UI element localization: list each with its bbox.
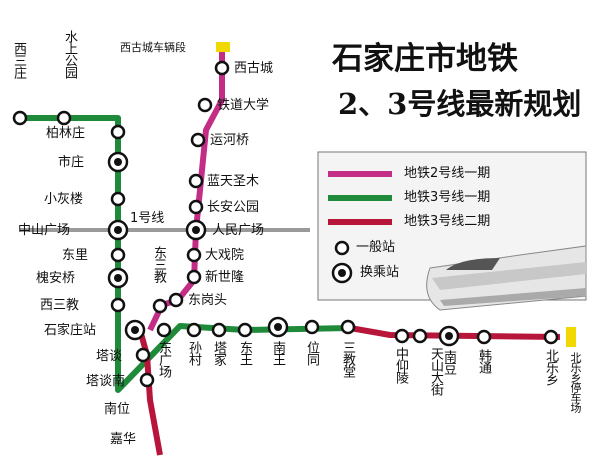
station-donggangtou [168,292,184,308]
legend-normal-label: 一般站 [356,240,396,255]
station-changangongyuan [188,199,204,215]
label-nanwei: 南位 [104,402,131,417]
line3-phase2-track [349,325,561,340]
label-tatannan: 塔谈南 [86,374,126,389]
label-donggangtou: 东岗头 [188,293,228,308]
label-tiedaodaxue: 铁道大学 [217,98,270,113]
line1-label: 1号线 [130,211,165,226]
station-xigucheng [214,60,230,76]
label-changangongyuan: 长安公园 [207,200,260,215]
south-depot-marker [566,327,576,347]
legend-line2-label: 地铁2号线一期 [404,166,491,181]
depot-north-label: 西古城车辆段 [120,41,186,54]
station-shuishanggongyuan [56,110,72,126]
label-zhongshanguangchang: 中山广场 [18,223,71,238]
label-lantianshengmu: 蓝天圣木 [207,174,260,189]
label-zhongyangling: 中仰陵 [393,347,408,383]
station-bailinzhuang [110,124,126,140]
label-xiaohuilou: 小灰楼 [44,192,84,207]
legend-line3b-label: 地铁3号线二期 [404,214,491,229]
label-daxiyuan: 大戏院 [205,248,245,263]
station-lantianshengmu [188,173,204,189]
label-xisanzhuang: 西三庄 [11,42,26,78]
station-weitong [304,319,320,335]
label-dongsanjiao: 东三教 [151,246,166,282]
station-zhongyangling [394,328,410,344]
label-tianshandajie: 天山大街 [428,347,443,395]
station-dongli [110,247,126,263]
label-suncun: 孙村 [186,341,201,365]
station-tatan [135,347,151,363]
label-dongwang: 东王 [237,341,252,365]
station-xisanjiao [110,297,126,313]
label-yunheqiao: 运河桥 [210,133,250,148]
label-xigucheng: 西古城 [234,61,274,76]
label-xinshilong: 新世隆 [205,270,245,285]
label-dongli: 东里 [62,248,89,263]
train-illustration [426,245,587,311]
depot-south-label: 北乐乡停车场 [569,352,582,412]
label-hantong: 韩通 [476,349,491,373]
label-tazhong: 塔冢 [211,341,226,365]
station-tatannan [139,372,155,388]
station-yunheqiao [190,132,206,148]
station-daxiyuan [186,247,202,263]
station-xisanzhuang [12,110,28,126]
legend-transfer-label: 换乘站 [360,265,400,280]
legend-line3a-label: 地铁3号线一期 [404,190,491,205]
label-jiahua: 嘉华 [110,432,137,447]
map-title-line2: 2、3号线最新规划 [338,87,582,121]
label-huaianqiao: 槐安桥 [36,271,76,286]
label-shijiazhuangzhan: 石家庄站 [44,323,97,338]
label-beilexiang: 北乐乡 [543,349,558,385]
label-weitong: 位同 [304,341,319,365]
label-sanjiaotang: 三教堂 [340,341,355,377]
label-xisanjiao: 西三教 [40,298,80,313]
station-xinshilong [186,269,202,285]
label-nandou: 南豆 [441,350,456,374]
station-tiedaodaxue [197,97,213,113]
station-tazhong [211,322,227,338]
station-dongwang [237,322,253,338]
label-dongguangchang: 东广场 [156,341,171,377]
station-hantong [476,329,492,345]
station-dongguangchang [156,322,172,338]
station-beilexiang [543,329,559,345]
map-title-line1: 石家庄市地铁 [332,41,518,77]
label-renminguangchang: 人民广场 [212,223,265,238]
label-bailinzhuang: 柏林庄 [46,126,86,141]
station-sanjiaotang [340,319,356,335]
label-tatan: 塔谈 [96,349,123,364]
legend-normal-icon [334,240,350,256]
station-suncun [186,322,202,338]
station-xiaohuilou [110,191,126,207]
label-shuishanggongyuan: 水上公园 [62,30,77,78]
label-nanwang: 南王 [270,341,285,365]
station-dongsanjiao [152,298,168,314]
label-shizhuang: 市庄 [58,155,85,170]
line2-track [147,60,225,332]
station-tianshandajie [412,328,428,344]
north-depot-marker [216,42,230,52]
